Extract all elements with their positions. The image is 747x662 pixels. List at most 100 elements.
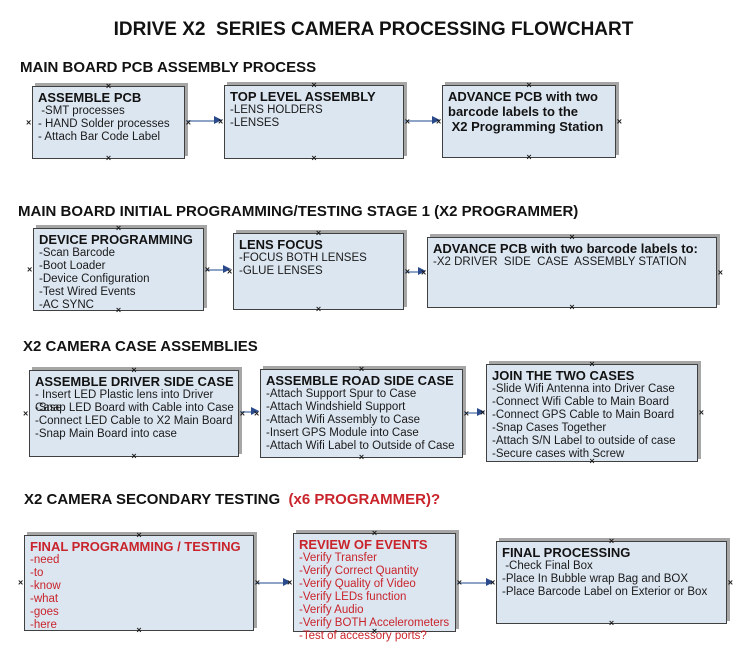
- connection-point-marker: ×: [287, 577, 293, 587]
- connector-arrow: [457, 577, 494, 588]
- connection-point-marker: ×: [131, 365, 137, 375]
- connection-point-marker: ×: [311, 80, 317, 90]
- box-title: REVIEW OF EVENTS: [299, 537, 428, 552]
- connection-point-marker: ×: [136, 530, 142, 540]
- flow-box-assemble-pcb: ASSEMBLE PCB -SMT processes- HAND Solder…: [26, 82, 191, 163]
- box-item: -know: [30, 580, 61, 592]
- box-title: ASSEMBLE ROAD SIDE CASE: [266, 373, 454, 388]
- connection-point-marker: ×: [315, 304, 322, 314]
- box-item: -here: [30, 619, 57, 631]
- connection-point-marker: ×: [185, 117, 191, 127]
- box-item: - Attach Bar Code Label: [38, 131, 161, 143]
- box-item: -to: [30, 567, 44, 579]
- box-item-list: -need-to-know-what-goes-here: [30, 554, 249, 632]
- connection-point-marker: ×: [27, 264, 33, 274]
- connection-point-marker: ×: [371, 528, 378, 538]
- box-item-list: -FOCUS BOTH LENSES-GLUE LENSES: [239, 252, 399, 278]
- connection-point-marker: ×: [254, 577, 260, 588]
- box-item: -Connect Wifi Cable to Main Board: [492, 396, 670, 408]
- connection-point-marker: ×: [115, 305, 122, 315]
- connection-point-marker: ×: [463, 408, 469, 418]
- box-item: -Check Final Box: [502, 560, 593, 572]
- box-item: -SMT processes: [38, 105, 125, 117]
- connection-point-marker: ×: [371, 626, 378, 636]
- connection-point-marker: ×: [616, 116, 622, 126]
- section-heading-pcb-assembly: MAIN BOARD PCB ASSEMBLY PROCESS: [20, 59, 317, 76]
- box-item: -Connect GPS Cable to Main Board: [492, 409, 675, 421]
- arrow-right-icon: [214, 116, 222, 124]
- arrow-line: [186, 120, 217, 122]
- box-item-list: -Check Final Box-Place In Bubble wrap Ba…: [502, 560, 722, 599]
- box-item: -Attach Wifi Label to Outside of Case: [266, 440, 455, 452]
- page-title: IDRIVE X2 SERIES CAMERA PROCESSING FLOWC…: [113, 19, 634, 40]
- connection-point-marker: ×: [436, 116, 442, 126]
- box-item: -goes: [30, 606, 59, 618]
- box-item-list: -LENS HOLDERS-LENSES: [230, 104, 399, 130]
- box-title: JOIN THE TWO CASES: [492, 368, 635, 383]
- connection-point-marker: ×: [608, 618, 615, 628]
- box-item: -Snap LED Board with Cable into Case: [35, 402, 234, 414]
- flow-box-join-the-two-cases: JOIN THE TWO CASES -Slide Wifi Antenna i…: [480, 360, 704, 466]
- box-item: -Scan Barcode: [39, 247, 116, 259]
- connection-point-marker: ×: [131, 451, 137, 461]
- connection-point-marker: ×: [404, 266, 410, 276]
- connection-point-marker: ×: [358, 452, 365, 462]
- box-item: -Device Configuration: [39, 273, 150, 285]
- connection-point-marker: ×: [698, 407, 704, 418]
- box-title: ADVANCE PCB with two barcode labels to:: [433, 241, 698, 256]
- connection-point-marker: ×: [254, 408, 260, 418]
- box-item: -Verify BOTH Accelerometers: [299, 617, 450, 629]
- box-item: -LENSES: [230, 117, 280, 129]
- connector-arrow: [240, 406, 259, 417]
- box-item: -Test of accessory ports?: [299, 630, 427, 642]
- box-item: -AC SYNC: [39, 299, 94, 311]
- box-item: -Verify Quality of Video: [299, 578, 416, 590]
- box-item: -Attach Wifi Assembly to Case: [266, 414, 421, 426]
- flow-box-advance-pcb-case-assembly: ADVANCE PCB with two barcode labels to: …: [421, 233, 723, 312]
- box-item: -Attach Windshield Support: [266, 401, 406, 413]
- box-item: - Insert LED Plastic lens into Driver Ca…: [35, 389, 217, 414]
- heading-red-part: (x6 PROGRAMMER)?: [280, 491, 441, 508]
- connection-point-marker: ×: [18, 577, 24, 588]
- connection-point-marker: ×: [717, 267, 723, 277]
- arrow-right-icon: [477, 408, 485, 416]
- box-item: -what: [30, 593, 59, 605]
- arrow-right-icon: [251, 407, 259, 415]
- box-item-list: -Slide Wifi Antenna into Driver Case-Con…: [492, 383, 693, 461]
- box-title: ADVANCE PCB with two barcode labels to t…: [448, 89, 604, 134]
- flow-box-top-level-assembly: TOP LEVEL ASSEMBLY -LENS HOLDERS-LENSES …: [218, 81, 410, 163]
- connection-point-marker: ×: [526, 80, 532, 90]
- connection-point-marker: ×: [105, 81, 112, 91]
- box-title: TOP LEVEL ASSEMBLY: [230, 89, 376, 104]
- box-title: ASSEMBLE PCB: [38, 90, 142, 105]
- box-item: -Boot Loader: [39, 260, 106, 272]
- box-item: -Snap Main Board into case: [35, 428, 177, 440]
- box-item: -GLUE LENSES: [239, 265, 323, 277]
- arrow-right-icon: [283, 578, 291, 586]
- connection-point-marker: ×: [218, 116, 224, 127]
- connector-arrow: [255, 577, 291, 588]
- connection-point-marker: ×: [727, 577, 733, 587]
- box-item-list: -X2 DRIVER SIDE CASE ASSEMBLY STATION: [433, 256, 712, 269]
- connection-point-marker: ×: [105, 153, 112, 163]
- box-item: -Secure cases with Screw: [492, 448, 625, 460]
- flow-box-advance-pcb-programming-station: ADVANCE PCB with two barcode labels to t…: [436, 81, 622, 162]
- arrow-right-icon: [418, 267, 426, 275]
- box-item-list: -Scan Barcode-Boot Loader-Device Configu…: [39, 247, 199, 312]
- heading-black-part: X2 CAMERA SECONDARY TESTING: [24, 491, 281, 508]
- box-item: -Verify Audio: [299, 604, 364, 616]
- box-item: -Test Wired Events: [39, 286, 136, 298]
- connection-point-marker: ×: [115, 223, 122, 233]
- connection-point-marker: ×: [136, 625, 142, 635]
- connection-point-marker: ×: [26, 117, 32, 127]
- flow-box-review-of-events: REVIEW OF EVENTS -Verify Transfer-Verify…: [287, 529, 462, 643]
- connection-point-marker: ×: [23, 408, 29, 418]
- arrow-right-icon: [486, 578, 494, 586]
- connector-arrow: [205, 264, 231, 275]
- box-item: -Verify Correct Quantity: [299, 565, 419, 577]
- box-title: FINAL PROGRAMMING / TESTING: [30, 539, 241, 554]
- box-item: -Snap Cases Together: [492, 422, 607, 434]
- section-heading-case-assemblies: X2 CAMERA CASE ASSEMBLIES: [23, 338, 258, 355]
- connection-point-marker: ×: [589, 359, 595, 369]
- section-heading-secondary-testing: X2 CAMERA SECONDARY TESTING (x6 PROGRAMM…: [24, 491, 440, 508]
